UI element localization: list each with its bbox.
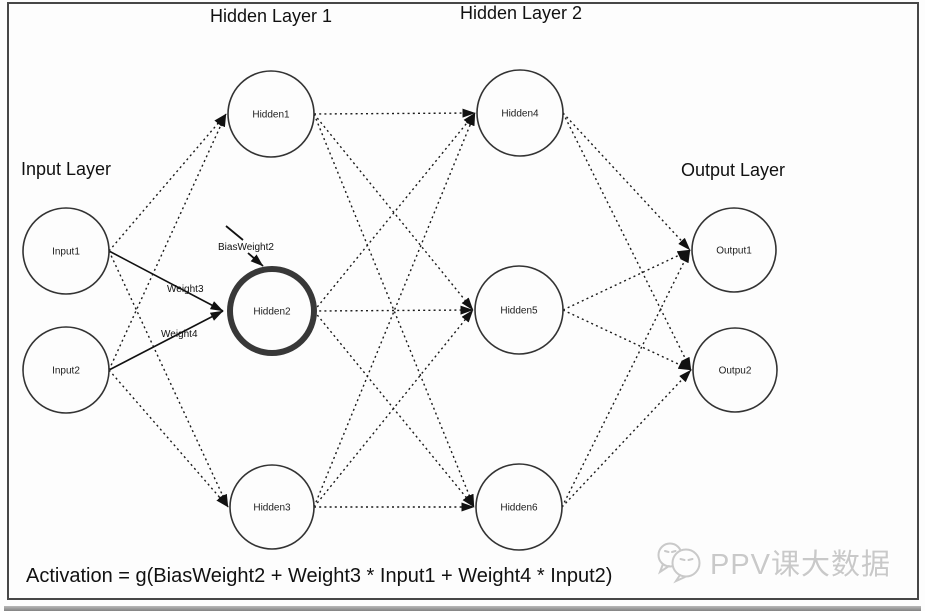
output-layer-title: Output Layer [680, 160, 786, 180]
node-circle-output2 [692, 327, 778, 413]
node-label-hidden1: Hidden1 [252, 110, 290, 121]
node-label-hidden3: Hidden3 [253, 503, 291, 514]
edge-hidden3-hidden5 [313, 309, 474, 508]
bias-weight2-annotation [225, 225, 264, 267]
edge-hidden4-output2 [562, 112, 692, 371]
node-label-output1: Output1 [716, 246, 752, 257]
bottom-shadow-bar [4, 606, 921, 611]
node-label-input1: Input1 [52, 247, 80, 258]
edge-input1-hidden2 [108, 250, 224, 312]
hidden-layer-2-title: Hidden Layer 2 [459, 3, 583, 23]
edge-hidden2-hidden4 [313, 112, 476, 312]
edge-hidden6-output2 [561, 369, 692, 508]
edge-input2-hidden3 [108, 369, 229, 508]
input-layer-title: Input Layer [20, 159, 112, 179]
edge-input1-hidden1 [108, 113, 227, 252]
edge-hidden3-hidden4 [313, 112, 476, 508]
edge-input2-hidden2 [108, 310, 224, 371]
watermark: PPV课大数据 [656, 540, 891, 584]
edge-hidden1-hidden6 [313, 113, 475, 508]
node-circle-input1 [22, 207, 110, 295]
node-label-hidden6: Hidden6 [500, 503, 538, 514]
node-circle-output1 [691, 207, 777, 293]
edge-input2-hidden1 [108, 113, 227, 371]
edge-hidden2-hidden5 [313, 305, 474, 315]
activation-formula: Activation = g(BiasWeight2 + Weight3 * I… [26, 565, 613, 587]
bias-arrow-line [247, 252, 264, 267]
edge-hidden1-hidden5 [313, 113, 474, 311]
node-circle-hidden2 [227, 266, 317, 356]
node-label-hidden2: Hidden2 [253, 307, 291, 318]
node-circle-hidden6 [475, 463, 563, 551]
hidden-layer-1-title: Hidden Layer 1 [209, 6, 333, 26]
edge-hidden6-output1 [561, 249, 691, 508]
node-label-hidden4: Hidden4 [501, 109, 539, 120]
edge-lines [108, 108, 692, 512]
edge-hidden5-output2 [562, 309, 692, 371]
edge-hidden1-hidden4 [313, 108, 476, 118]
node-circle-hidden3 [229, 464, 315, 550]
node-label-hidden5: Hidden5 [500, 306, 538, 317]
node-circle-hidden5 [474, 265, 564, 355]
edge-input1-hidden3 [108, 250, 229, 508]
diagram-border [7, 2, 919, 600]
node-circle-input2 [22, 326, 110, 414]
bias-weight2-label: BiasWeight2 [218, 242, 274, 253]
weight4-label: Weight4 [161, 329, 198, 340]
node-label-output2: Outpu2 [719, 366, 752, 377]
wechat-icon [656, 540, 704, 584]
edge-hidden2-hidden6 [313, 310, 475, 508]
node-circle-hidden4 [476, 69, 564, 157]
watermark-text: PPV课大数据 [710, 549, 892, 581]
bias-pointer-line [225, 225, 244, 241]
weight3-label: Weight3 [167, 284, 204, 295]
node-label-input2: Input2 [52, 366, 80, 377]
edge-hidden4-output1 [562, 112, 691, 251]
edge-hidden5-output1 [562, 249, 691, 311]
node-circle-hidden1 [227, 70, 315, 158]
